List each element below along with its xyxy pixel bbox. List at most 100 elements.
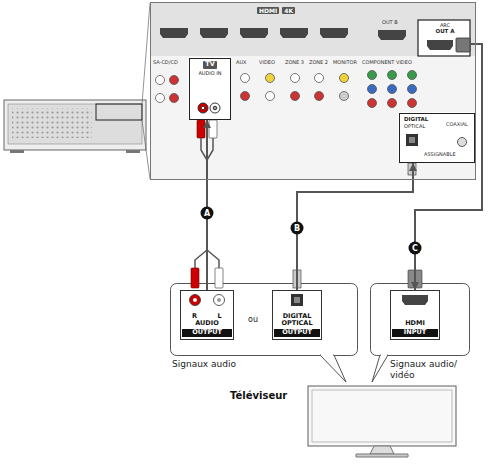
output-panel: DIGITAL OPTICALOUTPUT — [272, 290, 322, 340]
receiver-illustration — [96, 104, 142, 120]
node-text: DIGITAL — [404, 116, 428, 123]
rca-jack — [368, 85, 377, 94]
output-jack — [402, 295, 428, 305]
receiver-illustration — [12, 108, 92, 138]
label-slot: C — [409, 242, 422, 255]
tv-stand — [356, 454, 408, 457]
label-slot: SA-CD/CD — [153, 60, 178, 66]
output-jack — [190, 295, 201, 306]
tv-screen — [312, 390, 452, 442]
hdmi-port — [160, 28, 188, 38]
output-jack — [294, 297, 300, 303]
bubble-tail — [381, 354, 387, 356]
rca-jack — [198, 103, 220, 113]
hdmi-port — [378, 30, 406, 40]
rca-jack — [388, 71, 397, 80]
label-slot: OUT B — [382, 20, 398, 26]
optical-jack — [406, 134, 418, 146]
rca-jack — [315, 92, 324, 101]
rca-plug — [209, 120, 217, 138]
rca-plug — [215, 268, 223, 288]
label-slot: B — [291, 222, 304, 235]
label-slot: COMPONENT VIDEO — [362, 60, 412, 66]
rca-jack — [408, 99, 417, 108]
label-slot: ASSIGNABLE — [424, 152, 456, 158]
output-panel: RLAUDIOOUTPUT — [180, 290, 234, 340]
callout-letter: A — [201, 207, 214, 220]
conjunction-text: ou — [248, 316, 258, 325]
hdmi-port — [320, 28, 348, 38]
receiver-illustration — [8, 104, 142, 144]
speech-bubble — [371, 284, 470, 356]
port-label: INPUT — [392, 329, 438, 337]
rca-jack — [241, 92, 250, 101]
rear-panel — [398, 112, 474, 162]
cable — [206, 120, 208, 290]
rear-panel — [150, 2, 476, 180]
television: Téléviseur — [228, 381, 460, 461]
receiver-illustration — [10, 150, 24, 153]
node-text: L — [207, 313, 232, 321]
zoom-line — [142, 3, 150, 104]
output-jack — [291, 294, 303, 306]
rca-jack — [210, 103, 220, 113]
rear-panel — [150, 2, 476, 180]
hdmi-port — [240, 28, 268, 38]
rca-jack — [266, 92, 275, 101]
jack-group: TVAUDIO IN — [189, 58, 231, 120]
tv-screen — [308, 386, 456, 446]
label-slot: COAXIAL — [446, 122, 468, 128]
cable — [297, 163, 413, 290]
rca-jack — [170, 94, 179, 103]
node-text: AUDIO IN — [198, 70, 221, 76]
panel-label: VIDEO — [259, 60, 275, 66]
rca-jack — [368, 71, 377, 80]
panel-label: ZONE 3 — [285, 60, 304, 66]
bubble-tail — [372, 355, 388, 382]
node-text: OPTICAL — [404, 123, 425, 129]
callout-letter: B — [291, 222, 304, 235]
node-text: ARC — [440, 22, 450, 28]
receiver-illustration — [126, 150, 140, 153]
coaxial-jack — [458, 138, 467, 147]
node-text: AUDIO — [182, 320, 232, 328]
port-label: OUTPUT — [274, 329, 320, 337]
output-jack — [214, 295, 225, 306]
label-slot: AUX — [236, 60, 247, 66]
panel-label: ASSIGNABLE — [424, 152, 456, 158]
panel-label: OUT B — [382, 20, 398, 26]
signal-caption: Signaux audio/ vidéo — [390, 359, 470, 381]
rear-panel — [188, 57, 230, 119]
rca-plug — [197, 120, 205, 138]
label-slot: VIDEO — [259, 60, 275, 66]
optical-jack — [409, 137, 415, 143]
receiver-illustration — [4, 100, 146, 150]
callout-letter: C — [409, 242, 422, 255]
rca-jack — [408, 85, 417, 94]
rca-jack — [291, 92, 300, 101]
rca-jack — [368, 99, 377, 108]
rca-jack — [408, 71, 417, 80]
rca-jack — [213, 106, 217, 110]
node-text: HDMI — [392, 320, 438, 328]
label-slot: ZONE 3 — [285, 60, 304, 66]
rca-jack — [201, 106, 205, 110]
panel-label: ZONE 2 — [309, 60, 328, 66]
rca-jack — [241, 74, 250, 83]
panel-label: SA-CD/CD — [153, 60, 178, 66]
input-panel: HDMIINPUT — [390, 290, 440, 340]
bubble-tail — [320, 355, 346, 382]
speech-bubble — [171, 284, 358, 356]
rca-jack — [156, 76, 165, 85]
label-slot: MONITOR — [333, 60, 357, 66]
rca-jack — [291, 74, 300, 83]
device-name: Téléviseur — [230, 390, 287, 402]
signal-caption: Signaux audio — [172, 359, 358, 370]
hdmi-port — [280, 28, 308, 38]
hdmi-output: ARCOUT A — [419, 21, 471, 57]
panel-label: COMPONENT VIDEO — [362, 60, 412, 66]
hdmi-port — [160, 28, 406, 40]
node-text: R — [182, 313, 207, 321]
rca-jack — [388, 99, 397, 108]
receiver-illustration — [4, 100, 146, 153]
